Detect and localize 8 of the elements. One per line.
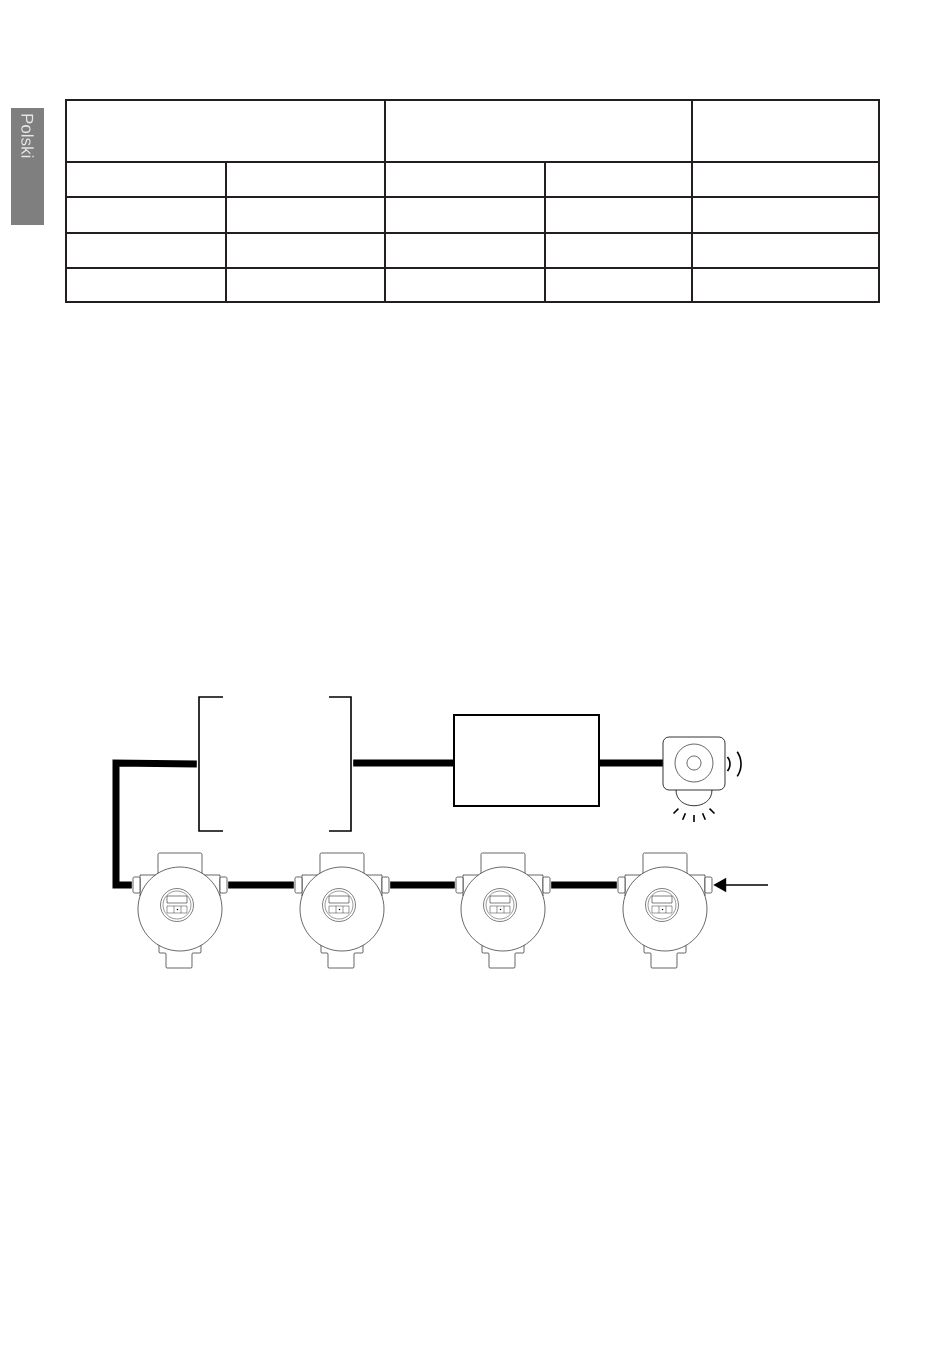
- gas-detector: [455, 852, 551, 969]
- bracket: [198, 696, 352, 832]
- gas-detector: [132, 852, 228, 969]
- empty-box: [453, 714, 600, 807]
- gas-detector: [294, 852, 390, 969]
- gas-detector: [617, 852, 713, 969]
- sounder-beacon: [662, 736, 742, 823]
- side-tab: Polski: [11, 108, 44, 225]
